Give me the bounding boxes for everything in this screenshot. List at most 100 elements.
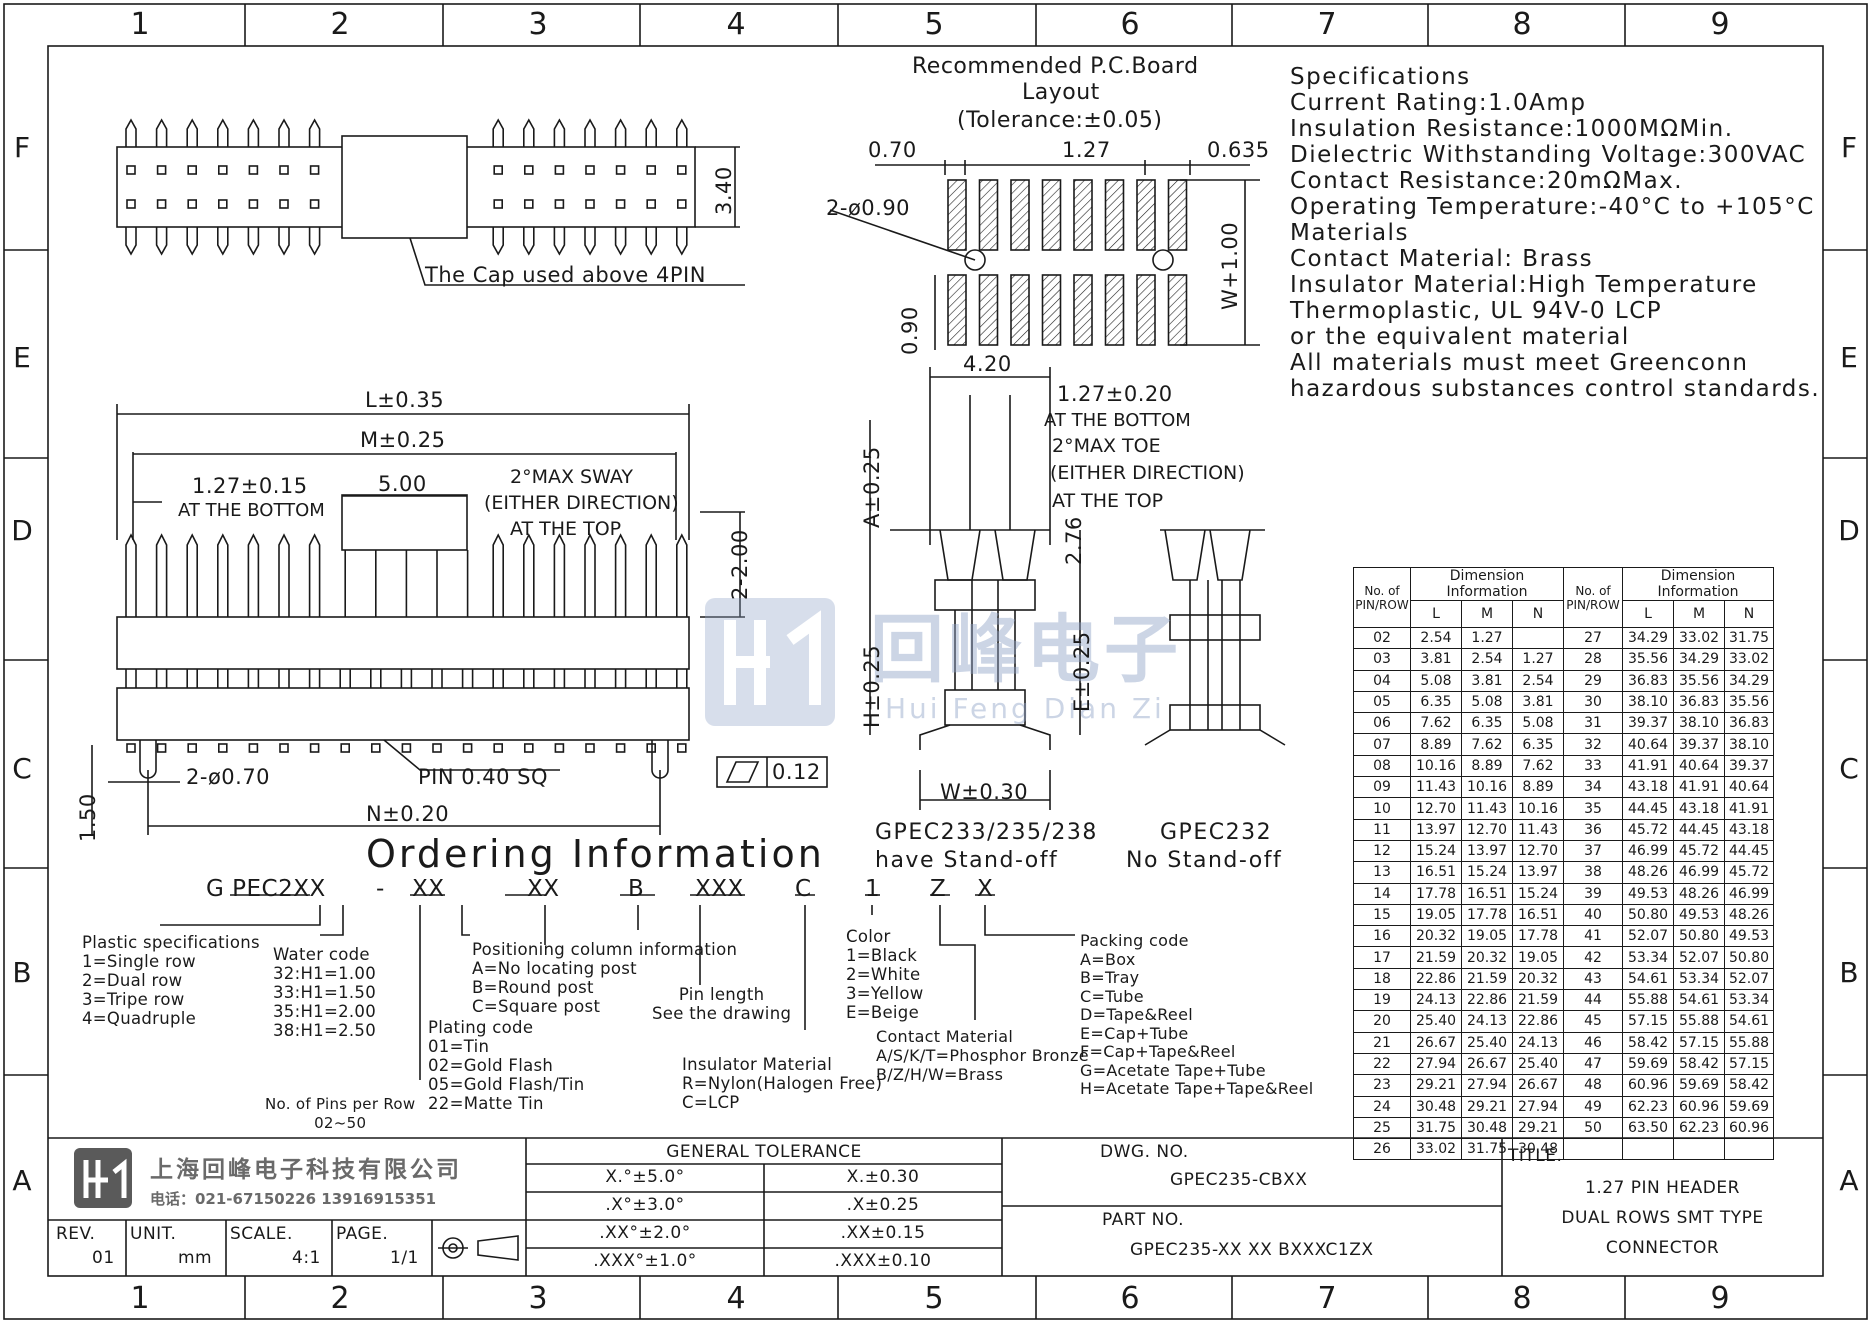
table-cell: 7.62 [1512,754,1564,778]
pcb-dim-070: 0.70 [868,138,917,162]
table-cell [1622,1138,1674,1161]
tolerance-cell: .XXX±0.10 [834,1251,932,1271]
table-cell: 41.91 [1724,797,1774,820]
table-cell: 11.43 [1512,818,1564,841]
pcb-layout-drawing [829,160,1260,350]
row-label-left-2: D [11,514,33,547]
table-cell: 8.89 [1461,754,1513,778]
table-cell: 30.48 [1512,1138,1564,1161]
column-label-bottom-3: 4 [726,1281,746,1316]
table-cell: 39.37 [1673,733,1725,756]
side-toe-1: 2°MAX TOE [1052,435,1161,457]
table-cell: 50.80 [1673,925,1725,948]
table-cell: 29.21 [1461,1095,1513,1118]
front-flatness: 0.12 [772,760,821,784]
pcb-dim-holes: 2-ø0.90 [826,196,911,220]
table-cell: M [1673,600,1725,628]
positioning-line-3: C=Square post [472,997,601,1016]
water-line-4: 38:H1=2.50 [273,1021,377,1040]
table-cell: 30 [1563,690,1623,714]
table-cell: 49.53 [1673,903,1725,927]
table-cell: 23 [1353,1074,1411,1097]
table-cell: 8.89 [1512,776,1564,799]
column-label-bottom-4: 5 [924,1281,944,1316]
table-cell: L [1410,600,1462,628]
front-dim-150: 1.50 [76,793,100,842]
table-cell: 12.70 [1461,818,1513,841]
table-cell: 29.21 [1410,1074,1462,1097]
dwg-label: DWG. NO. [1100,1142,1189,1162]
row-label-left-3: C [12,752,32,785]
table-cell: 58.42 [1622,1031,1674,1054]
pins-line-0: No. of Pins per Row [265,1095,416,1113]
water-line-0: Water code [273,945,370,964]
table-cell: 62.23 [1622,1095,1674,1118]
table-cell: 33.02 [1410,1138,1462,1161]
table-cell: 30.48 [1410,1095,1462,1118]
table-cell: Dimension Information [1410,567,1564,601]
contact-line-1: A/S/K/T=Phosphor Bronze [876,1046,1089,1065]
row-label-left-0: F [13,131,31,164]
order-code-contact: Z [930,876,947,902]
table-cell: 03 [1353,648,1411,671]
table-cell: 49 [1563,1095,1623,1118]
packing-line-6: F=Cap+Tape&Reel [1080,1042,1236,1061]
table-cell: 20.32 [1410,925,1462,948]
column-label-bottom-0: 1 [130,1281,150,1316]
spec-line-11: All materials must meet Greenconn [1290,350,1749,376]
tolerance-title: GENERAL TOLERANCE [666,1142,862,1162]
table-cell: 13 [1353,861,1411,884]
side-dim-276: 2.76 [1062,516,1086,565]
packing-line-3: C=Tube [1080,986,1144,1006]
order-code-dash: - [376,876,385,902]
table-cell: 40.64 [1724,776,1774,799]
table-cell: M [1461,600,1513,628]
contact-line-0: Contact Material [876,1027,1014,1046]
table-cell: 7.62 [1461,733,1513,756]
table-cell: 5.08 [1512,712,1564,735]
pcb-dim-0635: 0.635 [1207,138,1270,162]
company-name: 上海回峰电子科技有限公司 [150,1157,462,1183]
color-line-0: Color [846,927,891,946]
table-cell: 41 [1563,925,1623,948]
side-dim-420: 4.20 [963,352,1012,376]
table-cell: 58.42 [1724,1074,1774,1097]
table-cell: 31.75 [1461,1138,1513,1161]
table-cell: 17.78 [1512,925,1564,948]
packing-line-7: G=Acetate Tape+Tube [1080,1060,1266,1080]
front-sway-3: AT THE TOP [510,518,622,540]
table-cell: 19.05 [1410,903,1462,927]
table-cell: 18 [1353,967,1411,991]
table-cell: 21.59 [1512,989,1564,1012]
plastic-line-1: 1=Single row [82,952,196,971]
front-dim-holes: 2-ø0.70 [186,765,271,789]
unit-value: mm [178,1248,213,1268]
top-cap-note: The Cap used above 4PIN [425,263,706,287]
top-view-drawing [116,118,745,286]
column-label-bottom-6: 7 [1317,1281,1337,1316]
table-cell: 29.21 [1512,1116,1564,1140]
table-cell: 50.80 [1622,903,1674,927]
spec-line-12: hazardous substances control standards. [1290,376,1821,402]
row-label-right-1: E [1840,341,1858,374]
spec-line-2: Insulation Resistance:1000MΩMin. [1290,116,1734,142]
table-cell: 33.02 [1724,648,1774,671]
table-cell: 11.43 [1410,776,1462,799]
table-cell: 8.89 [1410,733,1462,756]
table-cell: 19.05 [1461,925,1513,948]
water-line-1: 32:H1=1.00 [273,964,377,983]
table-cell: 34.29 [1724,669,1774,692]
table-cell: 36.83 [1724,712,1774,735]
